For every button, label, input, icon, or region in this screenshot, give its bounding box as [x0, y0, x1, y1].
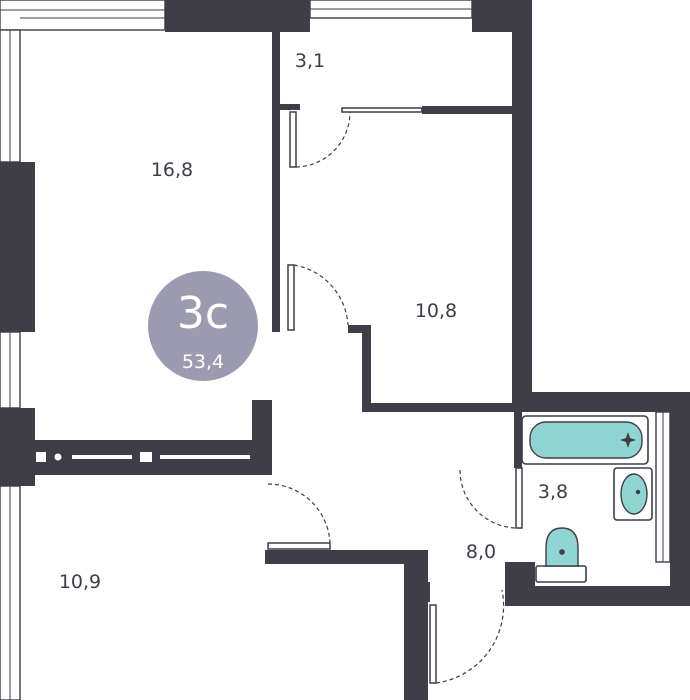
apartment-type: 3с: [177, 288, 229, 339]
toilet-tank: [535, 565, 587, 583]
doors: [267, 107, 523, 684]
room-area-bathroom: 3,8: [538, 481, 568, 503]
room-area-bedroom: 10,8: [415, 300, 457, 322]
room-area-bedroom-lower: 10,9: [59, 571, 101, 593]
drain-icon: [620, 432, 636, 448]
room-area-living: 16,8: [151, 159, 193, 181]
wall-openings: [36, 412, 682, 582]
toilet-icon: [545, 527, 579, 567]
apartment-badge: 3с 53,4: [148, 271, 258, 381]
apartment-total-area: 53,4: [182, 351, 224, 373]
windows: [0, 0, 671, 700]
sink-icon: [620, 473, 648, 515]
badge-circle: [148, 271, 258, 381]
bathroom-fixtures: [521, 415, 653, 583]
bathtub-basin: [529, 421, 643, 459]
room-labels: 16,8 3,1 10,8 10,9 8,0 3,8: [59, 50, 568, 593]
room-area-balcony: 3,1: [295, 50, 325, 72]
room-area-hallway: 8,0: [466, 541, 496, 563]
